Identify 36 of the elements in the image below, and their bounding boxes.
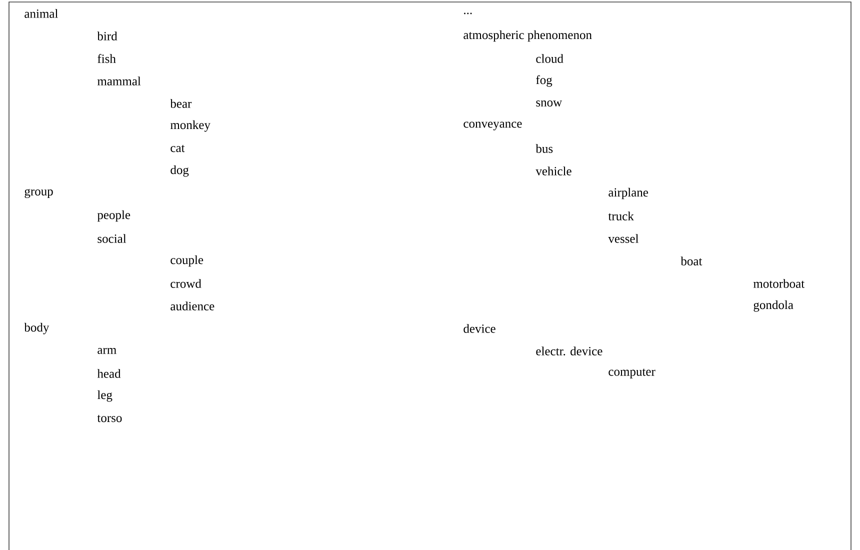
- term-text: bear: [170, 99, 192, 108]
- term-text: group: [24, 188, 53, 198]
- term-text: snow: [536, 100, 562, 107]
- term-text: monkey: [170, 120, 210, 132]
- term-text: cat: [170, 144, 185, 152]
- term-text: audience: [170, 302, 214, 310]
- term-text: bus: [536, 144, 553, 153]
- term-text: head: [97, 369, 121, 378]
- term-text: truck: [608, 212, 634, 220]
- term-text: fish: [98, 54, 116, 63]
- term-text: animal: [24, 9, 58, 18]
- term-text: crowd: [170, 279, 202, 288]
- term-text: gondola: [754, 300, 794, 312]
- term-text: motorboat: [753, 279, 805, 288]
- term-text: social: [98, 234, 126, 243]
- term-text: conveyance: [464, 122, 522, 130]
- term-text: leg: [97, 390, 112, 402]
- term-text: people: [97, 210, 130, 222]
- term-text: vessel: [608, 234, 638, 243]
- term-text: dog: [170, 165, 189, 177]
- term-text: couple: [170, 255, 204, 267]
- term-text: vehicle: [536, 166, 572, 176]
- term-text: computer: [608, 368, 656, 378]
- term-text: arm: [98, 348, 116, 354]
- term-text: cloud: [536, 54, 564, 63]
- term-text: mammal: [97, 76, 141, 86]
- term-text: fog: [536, 75, 552, 87]
- term-text: torso: [97, 414, 122, 422]
- term-text: device: [464, 324, 496, 333]
- term-text: body: [24, 322, 50, 334]
- term-text: atmospheric phenomenon: [464, 30, 592, 42]
- term-text: ...: [464, 12, 472, 14]
- term-text: electr. device: [536, 346, 602, 356]
- term-text: airplane: [608, 188, 648, 200]
- term-text: boat: [680, 256, 702, 266]
- term-text: bird: [97, 32, 118, 40]
